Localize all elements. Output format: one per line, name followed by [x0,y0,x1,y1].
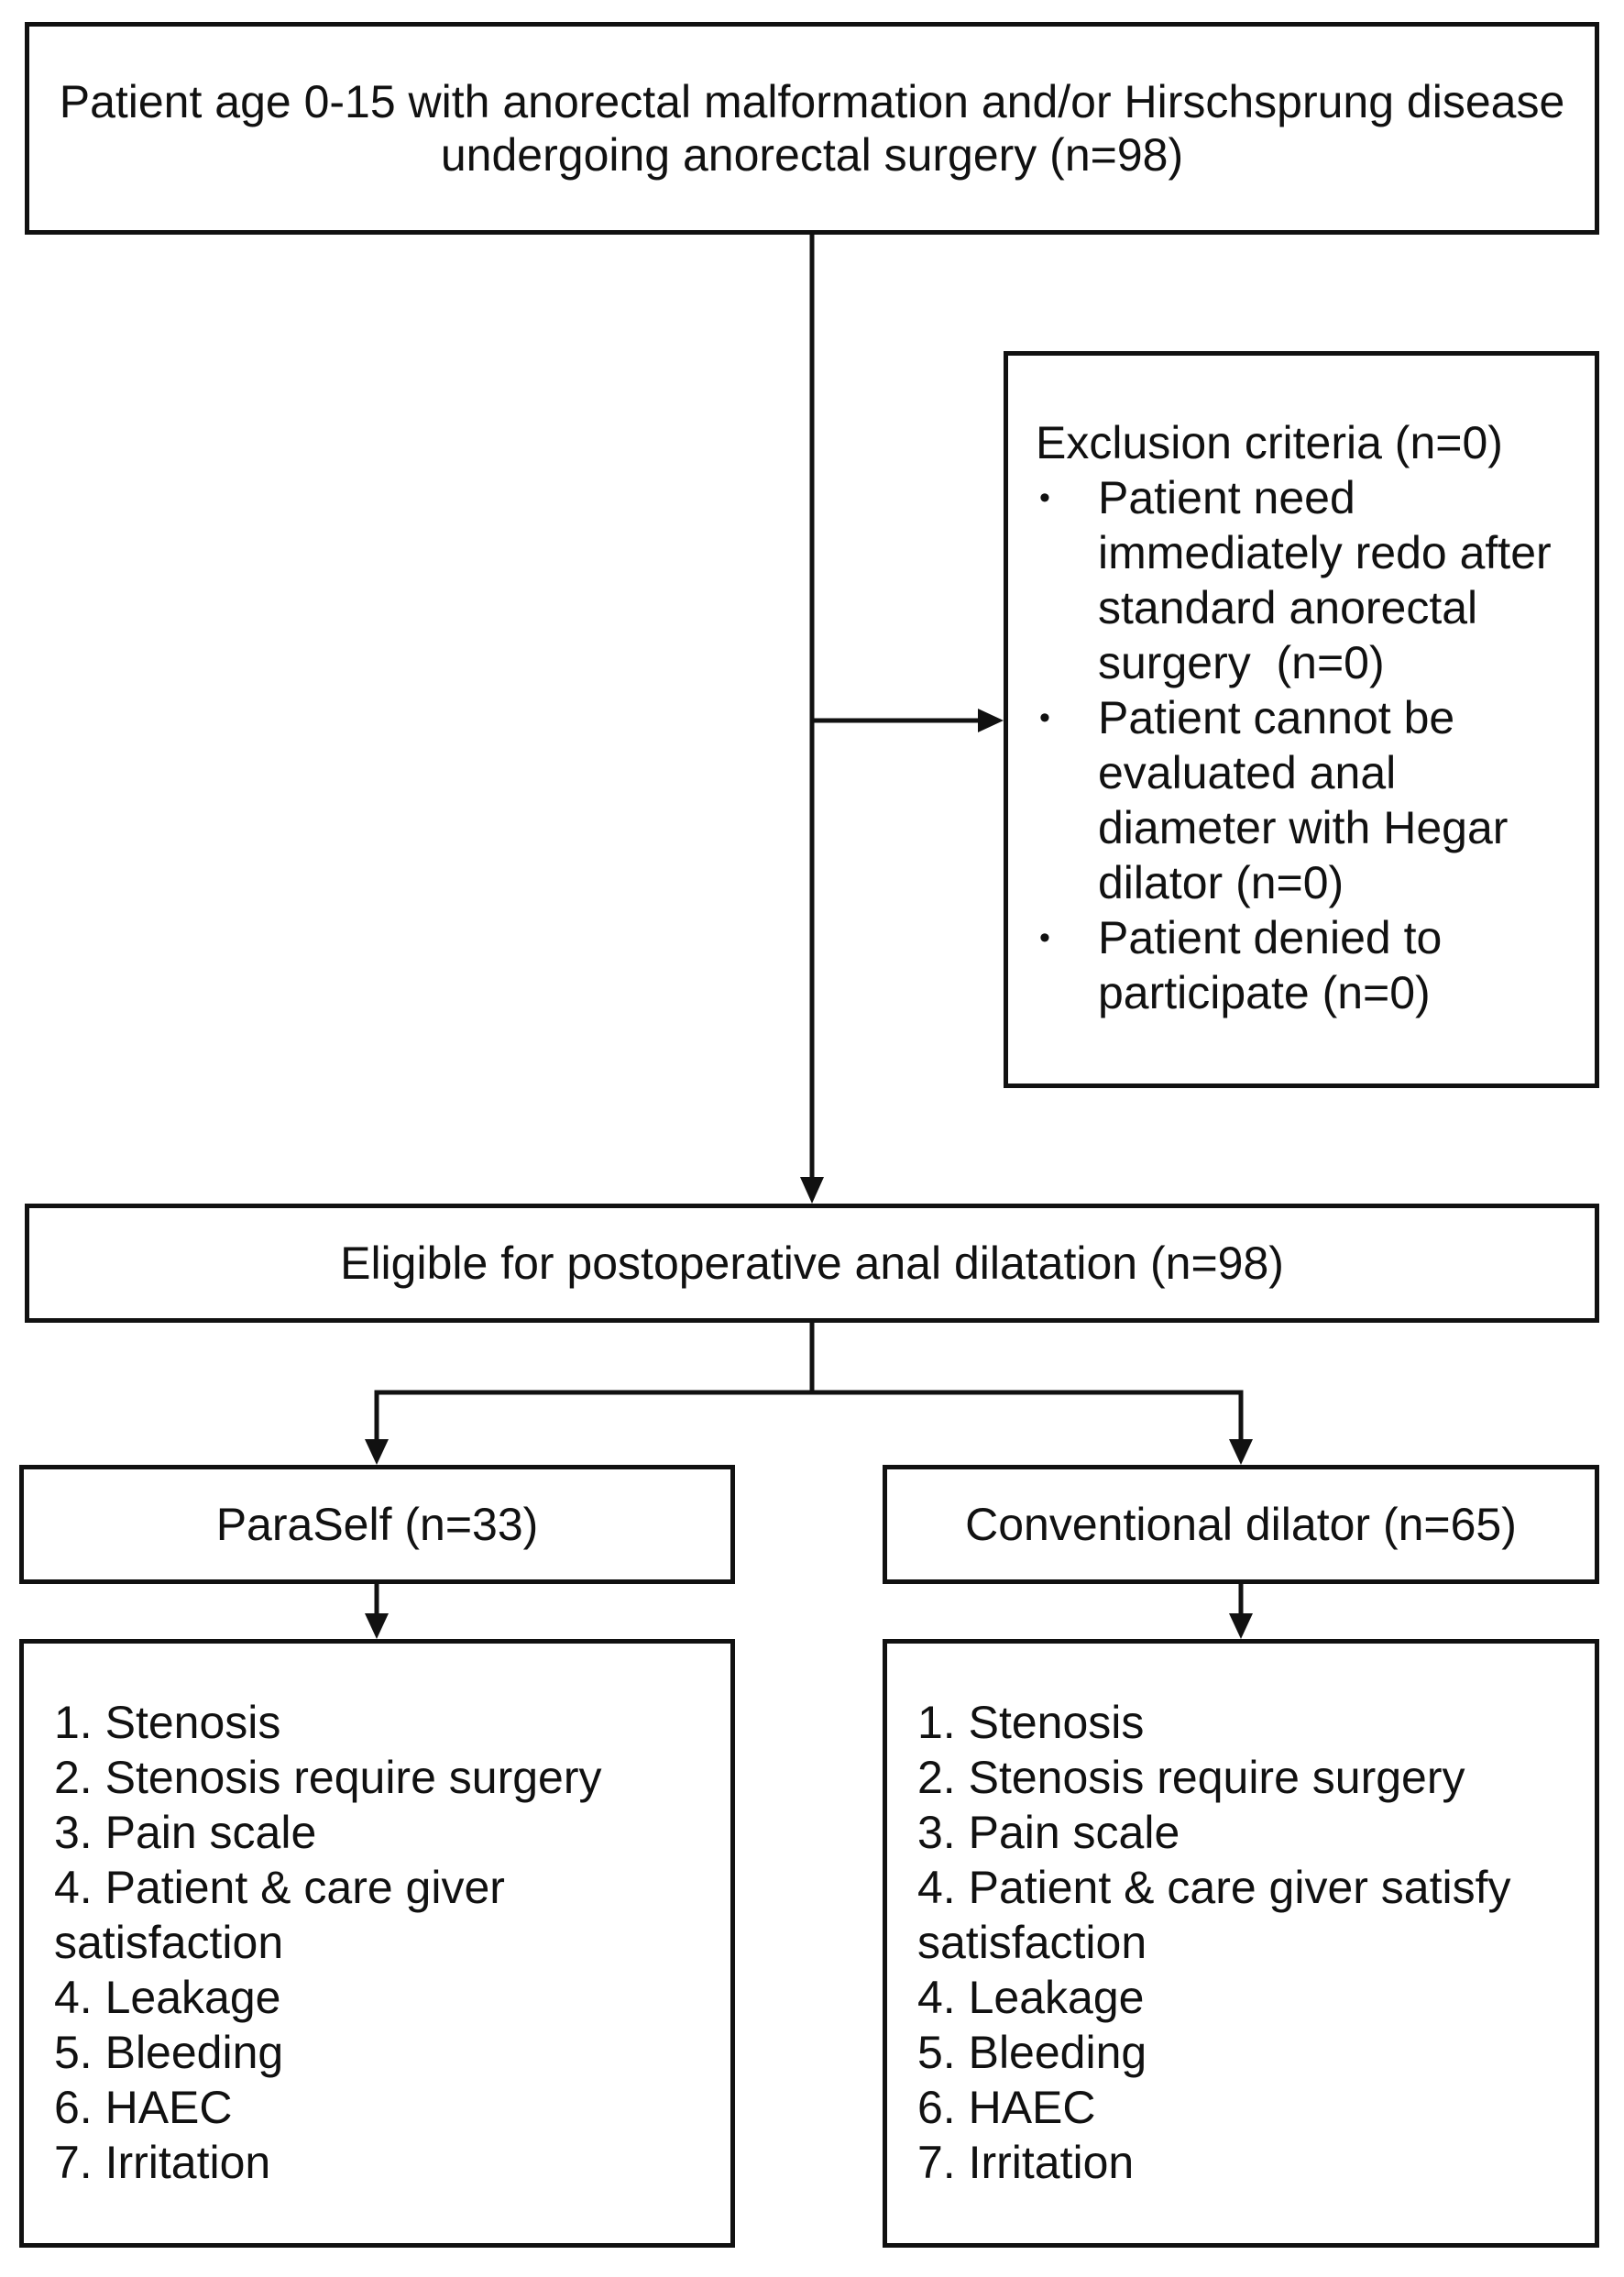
outcome-line: 4. Leakage [917,1972,1145,2023]
group-label: Conventional dilator (n=65) [965,1499,1517,1550]
conventional-group-box: Conventional dilator (n=65) [883,1465,1599,1584]
exclusion-item-line: participate (n=0) [1098,967,1431,1018]
outcome-line: 3. Pain scale [54,1807,317,1858]
arrow-down-icon [365,1613,389,1639]
exclusion-item-line: diameter with Hegar [1098,802,1509,853]
exclusion-title: Exclusion criteria (n=0) [1036,417,1503,468]
outcome-line: 5. Bleeding [917,2027,1147,2078]
outcome-line: 6. HAEC [917,2082,1096,2133]
group-label: ParaSelf (n=33) [215,1499,539,1550]
outcome-line: 4. Patient & care giver [54,1862,505,1913]
exclusion-item: • Patient denied to participate (n=0) [1036,910,1586,1020]
enrollment-box: Patient age 0-15 with anorectal malforma… [25,22,1599,235]
exclusion-item-line: surgery (n=0) [1098,637,1385,688]
exclusion-item: • Patient cannot be evaluated anal diame… [1036,690,1586,910]
bullet-marker: • [1039,920,1050,955]
outcome-line: 1. Stenosis [917,1697,1145,1748]
outcome-line: 4. Leakage [54,1972,281,2023]
arrow-down-icon [1229,1439,1253,1465]
arrow-down-icon [365,1439,389,1465]
outcome-line: 5. Bleeding [54,2027,284,2078]
outcome-line: satisfaction [917,1917,1147,1968]
arrow-down-icon [800,1177,824,1204]
conventional-outcomes-box: 1. Stenosis 2. Stenosis require surgery … [883,1639,1599,2248]
exclusion-item-line: Patient denied to [1098,912,1443,963]
exclusion-item-line: immediately redo after [1098,527,1552,578]
outcome-line: 2. Stenosis require surgery [54,1752,602,1803]
outcome-line: satisfaction [54,1917,284,1968]
arrow-down-icon [1229,1613,1253,1639]
enrollment-line: undergoing anorectal surgery (n=98) [440,129,1184,181]
exclusion-item-line: standard anorectal [1098,582,1478,633]
paraself-outcomes-box: 1. Stenosis 2. Stenosis require surgery … [19,1639,735,2248]
exclusion-item-line: Patient need [1098,472,1355,523]
outcome-line: 3. Pain scale [917,1807,1180,1858]
bullet-marker: • [1039,480,1050,515]
exclusion-item: • Patient need immediately redo after st… [1036,470,1586,690]
exclusion-item-line: evaluated anal [1098,747,1397,798]
outcome-line: 7. Irritation [917,2137,1135,2188]
outcome-line: 7. Irritation [54,2137,271,2188]
exclusion-criteria-box: Exclusion criteria (n=0) • Patient need … [1004,351,1599,1088]
outcome-line: 1. Stenosis [54,1697,281,1748]
paraself-group-box: ParaSelf (n=33) [19,1465,735,1584]
exclusion-item-line: dilator (n=0) [1098,857,1344,908]
arrow-right-icon [978,709,1004,732]
exclusion-item-line: Patient cannot be [1098,692,1455,743]
bullet-marker: • [1039,700,1050,735]
outcome-line: 6. HAEC [54,2082,233,2133]
eligible-label: Eligible for postoperative anal dilatati… [340,1238,1284,1289]
eligible-box: Eligible for postoperative anal dilatati… [25,1204,1599,1323]
outcome-line: 4. Patient & care giver satisfy [917,1862,1511,1913]
outcome-line: 2. Stenosis require surgery [917,1752,1465,1803]
enrollment-line: Patient age 0-15 with anorectal malforma… [59,76,1565,127]
